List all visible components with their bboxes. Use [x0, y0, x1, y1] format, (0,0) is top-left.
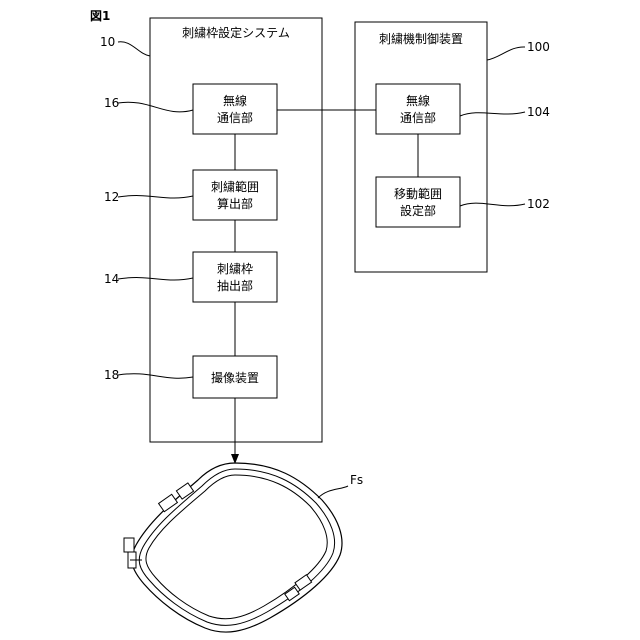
svg-text:Fs: Fs	[350, 473, 363, 487]
svg-text:100: 100	[527, 40, 550, 54]
svg-text:通信部: 通信部	[217, 110, 253, 125]
system-wireless-ref: 16	[104, 96, 193, 112]
controller-container: 刺繍機制御装置	[355, 22, 487, 272]
camera-view-arrow	[231, 398, 239, 464]
svg-text:18: 18	[104, 368, 119, 382]
svg-text:抽出部: 抽出部	[217, 278, 253, 293]
svg-text:通信部: 通信部	[400, 110, 436, 125]
svg-text:12: 12	[104, 190, 119, 204]
svg-text:無線: 無線	[406, 93, 430, 108]
svg-text:撮像装置: 撮像装置	[211, 371, 259, 385]
controller-ref: 100	[487, 40, 550, 60]
embroidery-hoop	[124, 463, 342, 632]
svg-text:設定部: 設定部	[400, 203, 436, 218]
svg-text:算出部: 算出部	[217, 196, 253, 211]
system-wireless-block: 無線 通信部	[193, 84, 277, 134]
camera-ref: 18	[104, 368, 193, 382]
frame-extract-ref: 14	[104, 272, 193, 286]
figure-label: 図1	[90, 9, 110, 23]
svg-text:刺繍範囲: 刺繍範囲	[211, 179, 259, 194]
svg-text:移動範囲: 移動範囲	[394, 186, 442, 201]
controller-title: 刺繍機制御装置	[379, 31, 463, 46]
system-title: 刺繍枠設定システム	[182, 25, 290, 40]
camera-block: 撮像装置	[193, 356, 277, 398]
svg-text:104: 104	[527, 105, 550, 119]
range-calc-block: 刺繍範囲 算出部	[193, 170, 277, 220]
frame-extract-block: 刺繍枠 抽出部	[193, 252, 277, 302]
svg-text:刺繍枠: 刺繍枠	[217, 262, 253, 276]
move-range-ref: 102	[460, 197, 550, 211]
svg-text:10: 10	[100, 35, 115, 49]
hoop-ref: Fs	[318, 473, 363, 498]
svg-text:無線: 無線	[223, 93, 247, 108]
range-calc-ref: 12	[104, 190, 193, 204]
system-ref: 10	[100, 35, 150, 56]
controller-wireless-ref: 104	[460, 105, 550, 119]
svg-text:102: 102	[527, 197, 550, 211]
svg-text:14: 14	[104, 272, 119, 286]
controller-wireless-block: 無線 通信部	[376, 84, 460, 134]
move-range-block: 移動範囲 設定部	[376, 177, 460, 227]
svg-text:16: 16	[104, 96, 119, 110]
hoop-bracket-lower	[285, 575, 312, 601]
